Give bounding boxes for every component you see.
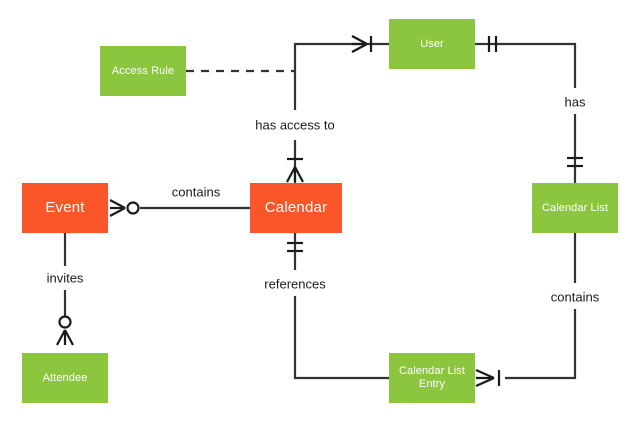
cardinality-one-or-many-user [351, 35, 373, 53]
connector-has [475, 36, 583, 183]
cardinality-one-or-many-entry [475, 368, 501, 388]
entity-user[interactable]: User [389, 19, 475, 69]
relationship-label-contains-entry: contains [548, 289, 602, 305]
connector-invites [56, 233, 74, 346]
entity-calendar-list[interactable]: Calendar List [532, 183, 618, 233]
cardinality-one-or-many-calendar-top [286, 157, 304, 183]
cardinality-zero-or-many-event [109, 199, 140, 217]
entity-access-rule[interactable]: Access Rule [100, 46, 186, 96]
relationship-label-invites: invites [44, 270, 86, 286]
cardinality-one-and-only-one-calendar-bottom [287, 241, 303, 253]
entity-event[interactable]: Event [22, 183, 108, 233]
connector-references [287, 233, 389, 380]
connector-contains-entry [475, 233, 577, 388]
cardinality-one-and-only-one-calendar-list [567, 156, 583, 168]
cardinality-zero-or-many-attendee [56, 315, 74, 346]
relationship-label-has-access-to: has access to [253, 117, 337, 133]
entity-calendar-list-entry[interactable]: Calendar List Entry [389, 353, 475, 403]
relationship-label-references: references [262, 276, 328, 292]
relationship-label-contains-event: contains [169, 184, 223, 200]
cardinality-one-and-only-one-user [487, 36, 498, 52]
connector-has-access-to [286, 35, 389, 183]
entity-calendar[interactable]: Calendar [250, 183, 342, 233]
entity-attendee[interactable]: Attendee [22, 353, 108, 403]
connector-contains-event [109, 199, 250, 217]
relationship-label-has: has [562, 94, 588, 110]
